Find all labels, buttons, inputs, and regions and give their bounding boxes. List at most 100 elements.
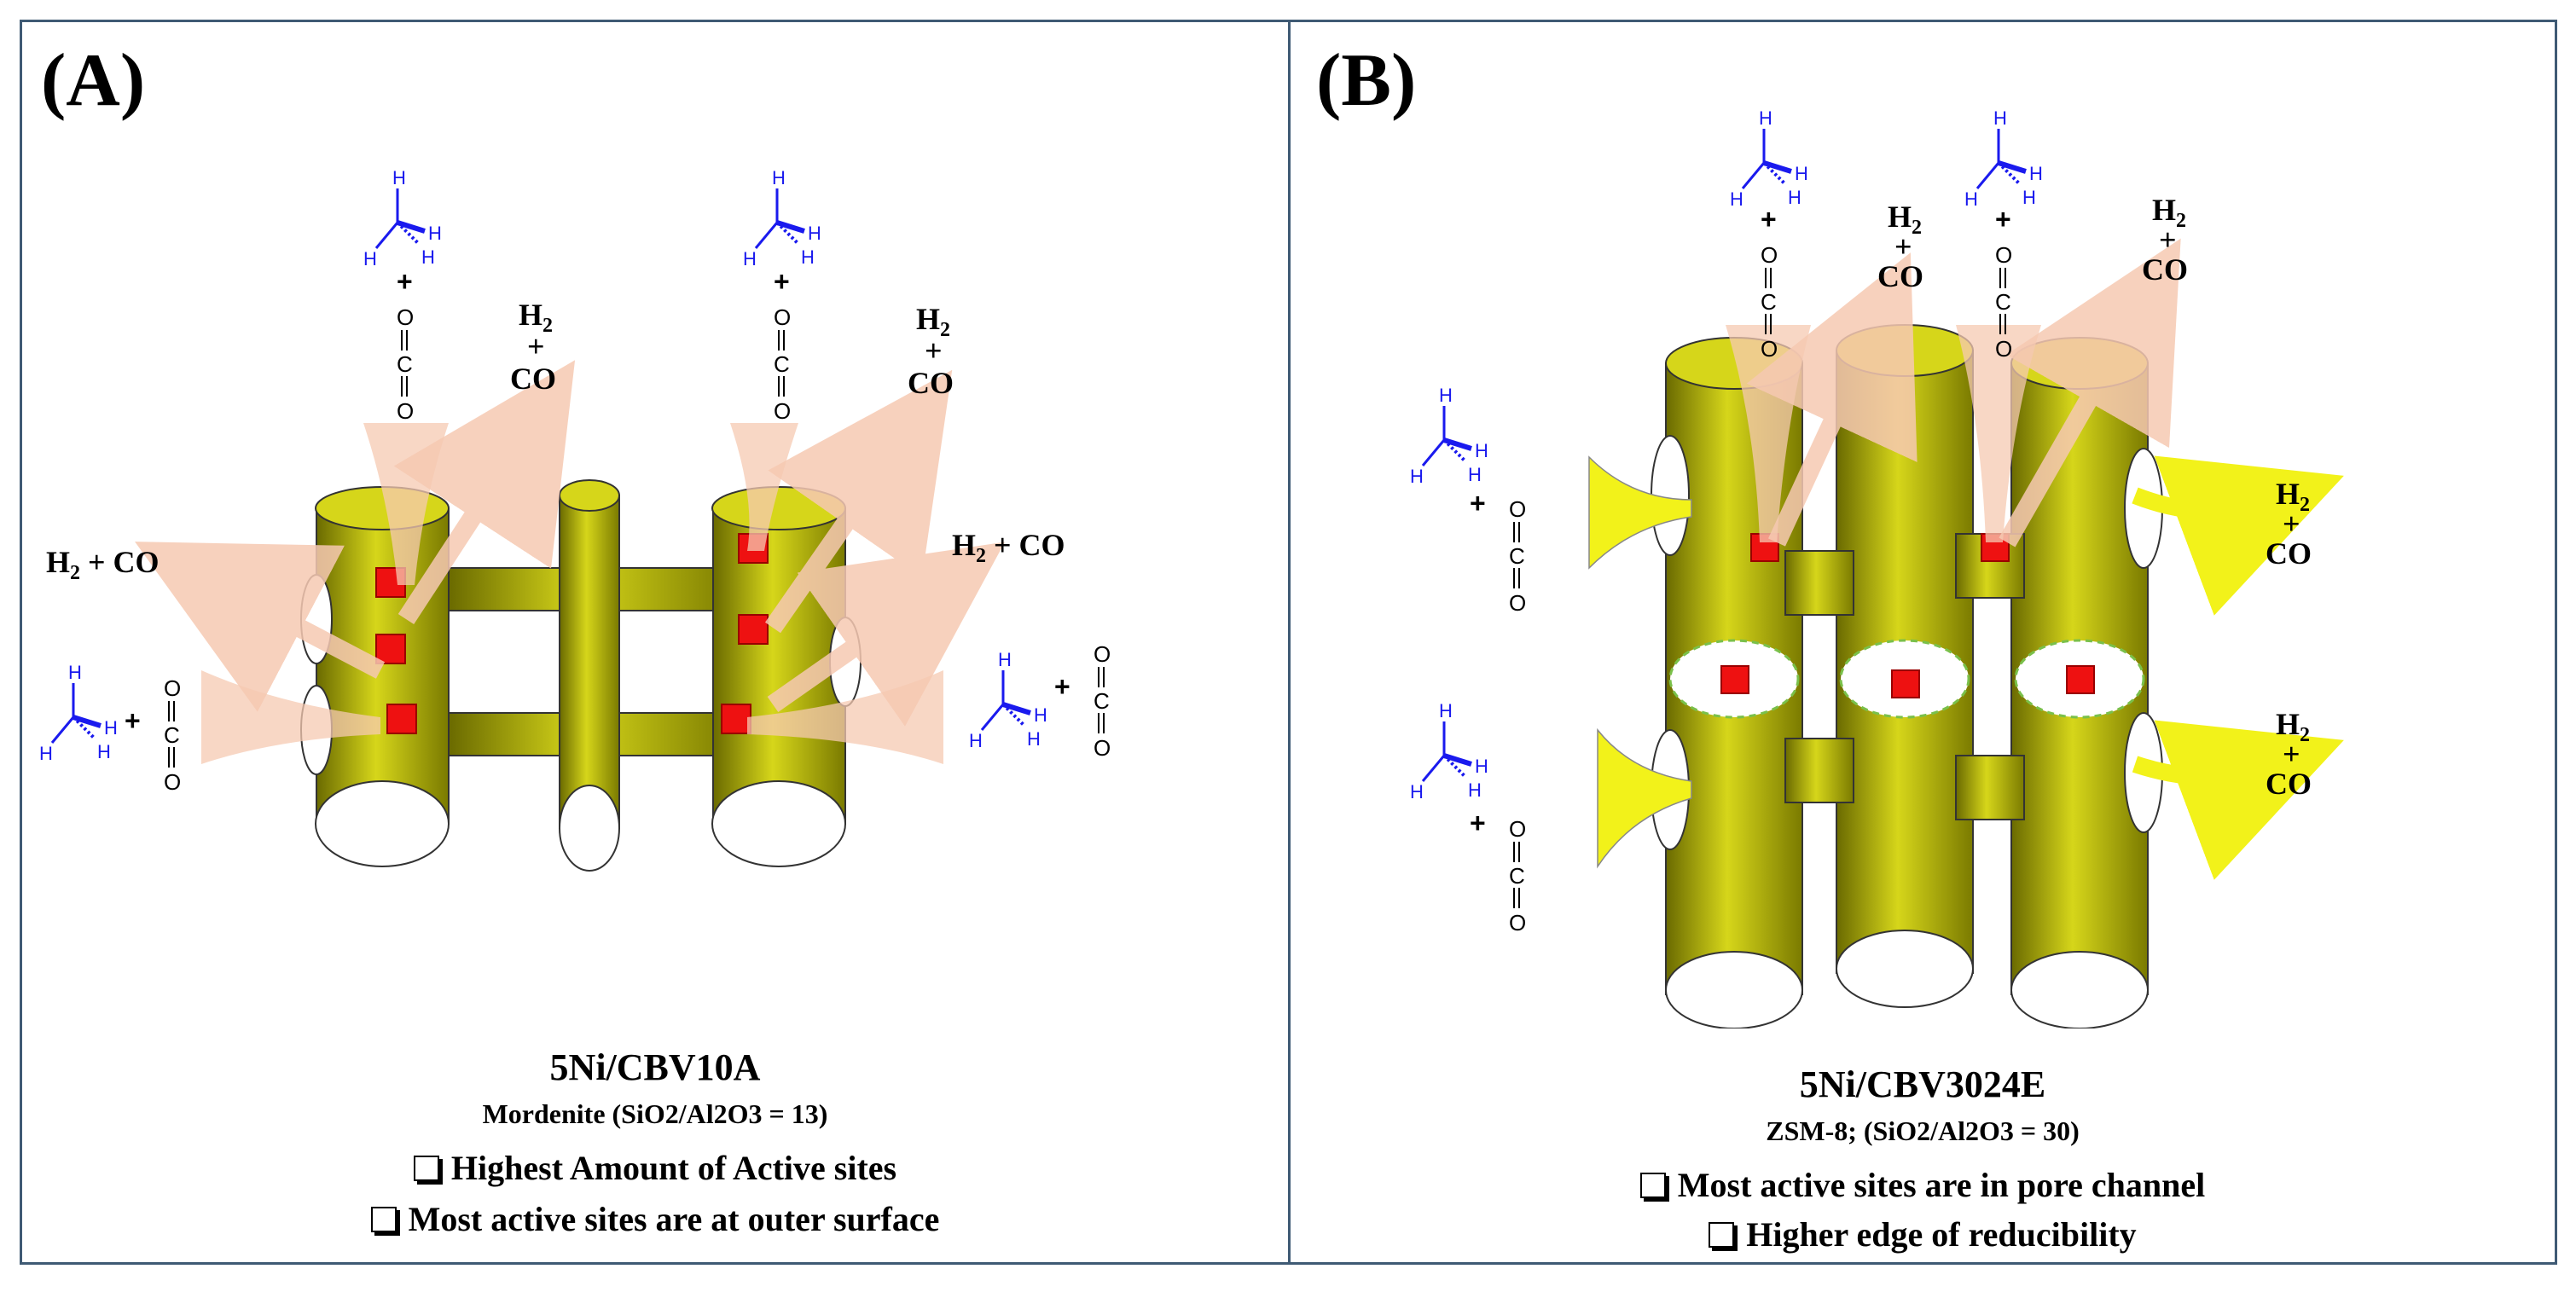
svg-text:H: H [1993, 107, 2007, 129]
svg-text:H2 + CO: H2 + CO [46, 545, 160, 584]
svg-text:O: O [397, 304, 414, 330]
side-flows [1588, 455, 2344, 880]
svg-text:CO: CO [1877, 259, 1923, 293]
bullet-2: Higher edge of reducibility [1291, 1214, 2555, 1254]
svg-text:O: O [1995, 336, 2012, 362]
svg-text:C: C [1995, 289, 2011, 315]
co2-molecules: +OCO +OCO +OCO +OCO [1470, 204, 2012, 936]
svg-text:O: O [1094, 641, 1111, 667]
svg-text:H: H [1759, 107, 1772, 129]
svg-text:C: C [397, 351, 413, 377]
svg-text:H: H [104, 717, 118, 739]
svg-text:O: O [397, 398, 414, 424]
svg-text:O: O [1995, 242, 2012, 268]
svg-text:C: C [1094, 688, 1110, 714]
svg-text:H: H [743, 248, 757, 269]
svg-text:+: + [1470, 488, 1486, 519]
svg-text:O: O [164, 769, 181, 795]
svg-text:+: + [125, 705, 141, 736]
svg-text:H: H [39, 743, 53, 764]
svg-text:CO: CO [908, 366, 954, 400]
svg-text:C: C [1509, 863, 1525, 889]
bullet-1: Highest Amount of Active sites [22, 1148, 1288, 1188]
checkbox-icon [1709, 1222, 1735, 1248]
svg-text:+: + [925, 333, 943, 368]
svg-text:O: O [774, 398, 791, 424]
product-flows-top [1746, 238, 2181, 548]
bullet-text: Most active sites are in pore channel [1677, 1166, 2206, 1204]
svg-text:H: H [808, 223, 821, 244]
svg-text:H: H [1468, 779, 1482, 801]
svg-text:O: O [1509, 590, 1526, 616]
panel-label: (B) [1316, 39, 1417, 122]
svg-text:H: H [2022, 187, 2036, 208]
svg-text:O: O [1094, 735, 1111, 761]
middle-channel [559, 479, 620, 872]
svg-text:H: H [1795, 163, 1808, 184]
svg-text:+: + [774, 266, 790, 297]
svg-text:+: + [397, 266, 413, 297]
svg-text:+: + [1995, 204, 2011, 235]
panel-b: (B) [1288, 20, 2557, 1265]
svg-text:H: H [421, 246, 435, 268]
svg-text:+: + [1054, 671, 1070, 702]
bullet-text: Highest Amount of Active sites [450, 1149, 897, 1187]
svg-text:H: H [1439, 385, 1453, 406]
svg-text:O: O [1509, 910, 1526, 936]
svg-text:H: H [363, 248, 377, 269]
svg-text:H: H [1788, 187, 1801, 208]
svg-text:H: H [772, 167, 786, 188]
svg-text:H: H [1410, 781, 1424, 802]
svg-text:C: C [1761, 289, 1777, 315]
svg-text:+: + [2283, 737, 2300, 771]
catalyst-name: 5Ni/CBV10A [549, 1046, 761, 1088]
svg-text:H: H [1475, 440, 1488, 461]
bullet-2: Most active sites are at outer surface [22, 1199, 1288, 1239]
support-description: Mordenite (SiO2/Al2O3 = 13) [482, 1098, 828, 1129]
svg-text:O: O [1509, 496, 1526, 522]
svg-text:C: C [1509, 543, 1525, 569]
checkbox-icon [413, 1156, 439, 1181]
svg-text:H2 + CO: H2 + CO [952, 528, 1065, 567]
co2-molecules: +OCO +OCO +OCO +OCO [125, 266, 1111, 795]
svg-text:+: + [527, 329, 545, 363]
product-labels: H2 + CO H2 + CO H2 + CO H2 + CO [46, 298, 1065, 584]
svg-text:H: H [1730, 188, 1743, 210]
svg-text:H: H [1027, 728, 1041, 750]
svg-text:+: + [1761, 204, 1777, 235]
svg-text:+: + [1894, 229, 1912, 264]
svg-text:H: H [998, 649, 1012, 670]
svg-text:C: C [164, 722, 180, 748]
bullet-1: Most active sites are in pore channel [1291, 1165, 2555, 1205]
product-flows [135, 360, 1006, 727]
svg-text:+: + [2159, 223, 2177, 257]
svg-text:CO: CO [2266, 767, 2312, 801]
bullet-text: Most active sites are at outer surface [408, 1200, 940, 1238]
svg-text:H: H [1034, 704, 1047, 726]
panel-a: (A) [20, 20, 1291, 1265]
svg-text:O: O [1509, 816, 1526, 842]
svg-text:O: O [164, 675, 181, 701]
svg-text:H: H [428, 223, 442, 244]
svg-text:CO: CO [2142, 252, 2188, 287]
svg-text:H: H [969, 730, 983, 751]
svg-text:CO: CO [510, 362, 556, 396]
svg-text:H: H [1410, 466, 1424, 487]
svg-text:H: H [1964, 188, 1978, 210]
svg-text:O: O [1761, 336, 1778, 362]
product-labels: H2 + CO H2 + CO H2 + CO H2 + CO [1877, 193, 2312, 801]
svg-text:H: H [1475, 756, 1488, 777]
svg-text:+: + [1470, 808, 1486, 838]
svg-text:H: H [1468, 464, 1482, 485]
svg-text:C: C [774, 351, 790, 377]
svg-text:H: H [97, 741, 111, 762]
svg-text:H: H [2029, 163, 2043, 184]
panel-label: (A) [41, 39, 146, 122]
support-description: ZSM-8; (SiO2/Al2O3 = 30) [1766, 1115, 2080, 1146]
svg-text:H: H [801, 246, 815, 268]
svg-text:CO: CO [2266, 536, 2312, 571]
svg-text:H: H [392, 167, 406, 188]
